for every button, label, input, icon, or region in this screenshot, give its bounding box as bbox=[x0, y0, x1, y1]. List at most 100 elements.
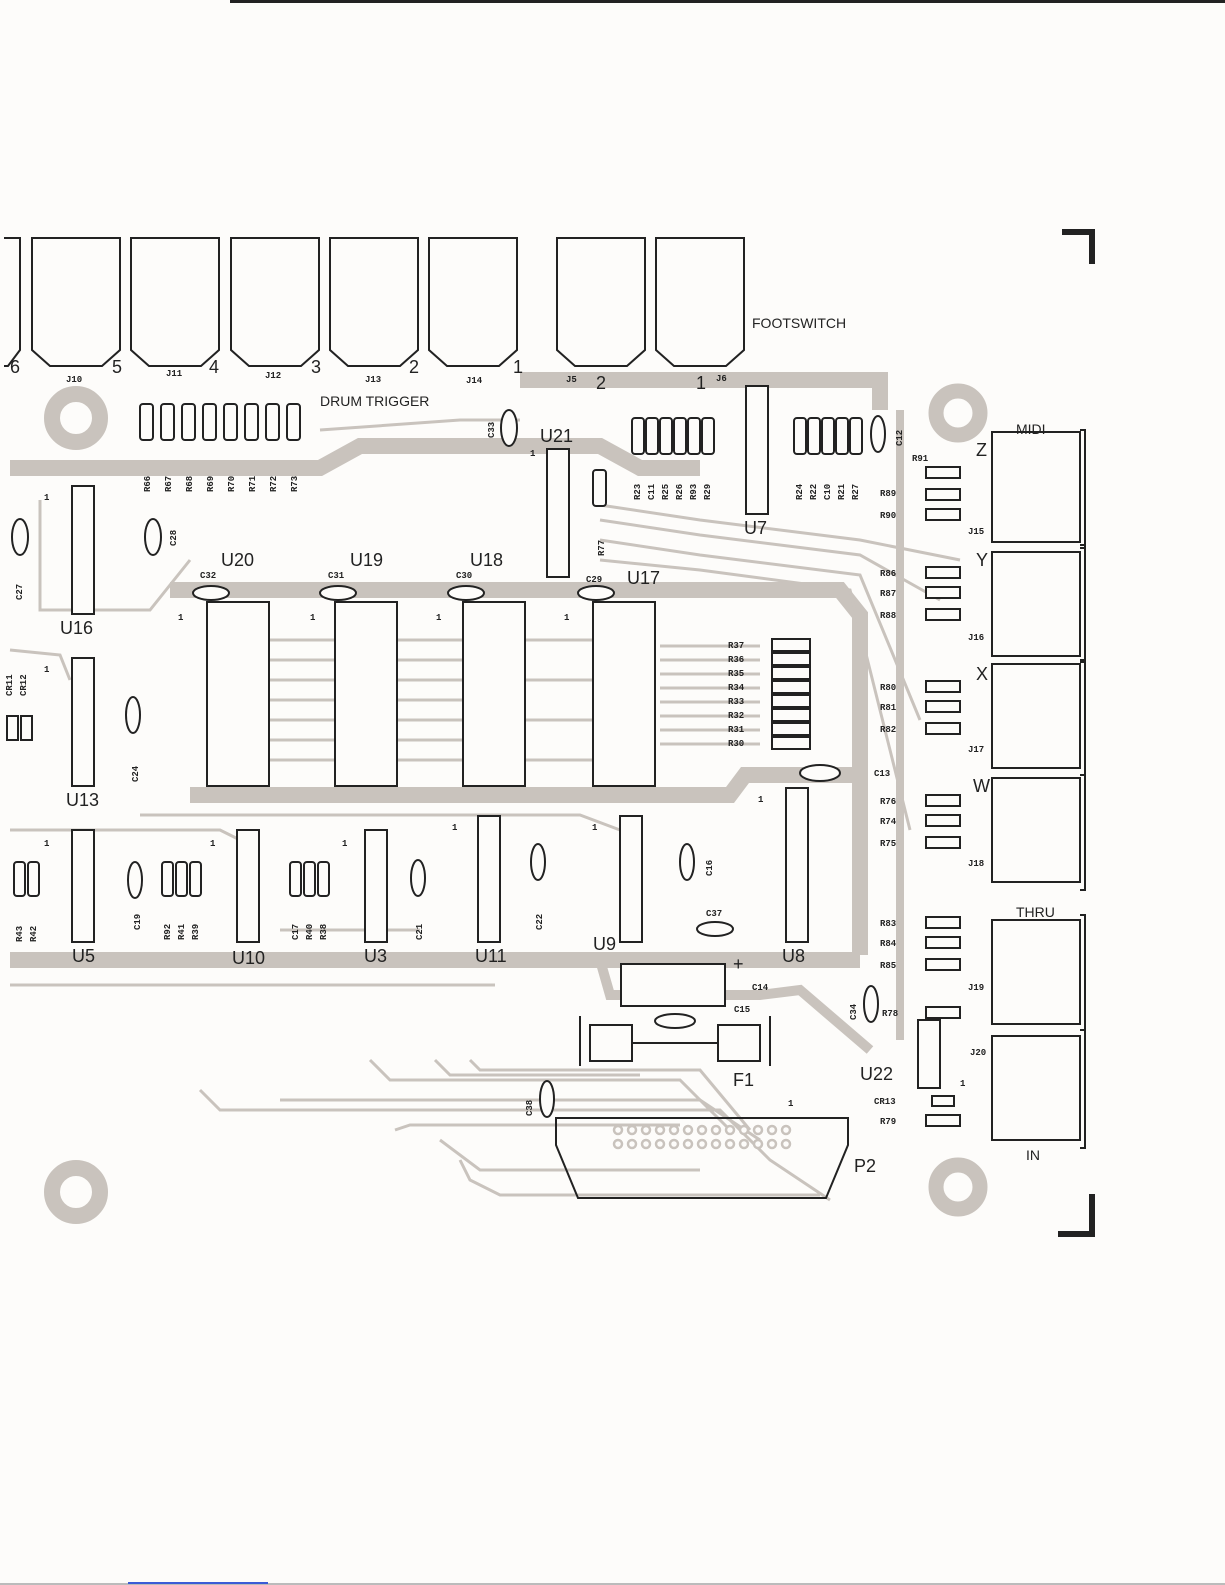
misc-refs: C33 C12 R23 C11 R25 R26 R93 R29 R24 R22 … bbox=[5, 422, 905, 1116]
pad bbox=[724, 1124, 736, 1136]
jack-outline bbox=[31, 237, 121, 367]
pin-one-marker: 1 bbox=[960, 1079, 966, 1089]
component-ref: C12 bbox=[895, 430, 905, 446]
ic-body bbox=[477, 815, 501, 943]
component-ref: C21 bbox=[415, 923, 425, 940]
resistor-body bbox=[807, 417, 821, 455]
resistor-body bbox=[925, 700, 961, 713]
resistor-body bbox=[771, 638, 811, 652]
midi-ref: J20 bbox=[970, 1048, 986, 1058]
ic-narrow-group bbox=[71, 385, 941, 1089]
component-ref: C34 bbox=[849, 1003, 859, 1020]
jack-number: 3 bbox=[311, 357, 321, 377]
capacitor bbox=[870, 415, 886, 453]
resistor-body bbox=[925, 836, 961, 849]
pad bbox=[780, 1138, 792, 1150]
component-ref: R31 bbox=[728, 725, 745, 735]
resistor-body bbox=[771, 722, 811, 736]
midi-port-letter: Y bbox=[976, 550, 988, 570]
pin-one-marker: 1 bbox=[44, 839, 50, 849]
component-ref: R24 bbox=[795, 483, 805, 500]
capacitor bbox=[530, 843, 546, 881]
jack-outline bbox=[130, 237, 220, 367]
jack-ref: J13 bbox=[365, 375, 381, 385]
component-ref: R32 bbox=[728, 711, 744, 721]
pin-one-marker: 1 bbox=[788, 1099, 794, 1109]
diode-body bbox=[931, 1095, 955, 1107]
ic-label: U11 bbox=[475, 946, 507, 966]
capacitor bbox=[654, 1013, 696, 1029]
pin-one-marker: 1 bbox=[564, 613, 570, 623]
resistor-body bbox=[925, 586, 961, 599]
pin-one-marker: 1 bbox=[178, 613, 184, 623]
pad bbox=[682, 1138, 694, 1150]
component-ref: R81 bbox=[880, 703, 897, 713]
resistor-bank bbox=[771, 638, 811, 750]
component-ref: R75 bbox=[880, 839, 896, 849]
component-ref: R77 bbox=[597, 540, 607, 556]
ic-row-memory bbox=[206, 601, 656, 787]
jack-outline bbox=[230, 237, 320, 367]
pad bbox=[724, 1138, 736, 1150]
component-ref: R30 bbox=[728, 739, 744, 749]
jack-number: 1 bbox=[513, 357, 523, 377]
resistor-body bbox=[13, 861, 26, 897]
jack-ref: J5 bbox=[566, 375, 577, 385]
component-ref: C14 bbox=[752, 983, 769, 993]
resistor-body bbox=[925, 680, 961, 693]
capacitor bbox=[192, 585, 230, 601]
jack-ref: J10 bbox=[66, 375, 82, 385]
jack-outline bbox=[655, 237, 745, 367]
resistor-body bbox=[925, 814, 961, 827]
component-ref: R78 bbox=[882, 1009, 898, 1019]
resistor-body bbox=[925, 794, 961, 807]
component-ref: R86 bbox=[880, 569, 896, 579]
resistor-body bbox=[659, 417, 673, 455]
ic-body bbox=[917, 1019, 941, 1089]
resistor-body bbox=[289, 861, 302, 897]
resistor-body bbox=[286, 403, 301, 441]
ic-label: U5 bbox=[72, 946, 95, 966]
component-ref: C33 bbox=[487, 422, 497, 438]
component-ref: R27 bbox=[851, 484, 861, 500]
jack-outline bbox=[428, 237, 518, 367]
component-ref: CR13 bbox=[874, 1097, 896, 1107]
fuse-end bbox=[589, 1024, 633, 1062]
mounting-holes bbox=[44, 383, 988, 1224]
pin-one-marker: 1 bbox=[342, 839, 348, 849]
resistor-body bbox=[27, 861, 40, 897]
midi-label: MIDI bbox=[1016, 421, 1046, 437]
connector-label: P2 bbox=[854, 1156, 876, 1176]
din-connector-outline bbox=[991, 429, 1086, 549]
pad bbox=[738, 1138, 750, 1150]
component-ref: R36 bbox=[728, 655, 744, 665]
component-ref: R92 bbox=[163, 924, 173, 940]
resistor-body bbox=[771, 694, 811, 708]
resistor-body bbox=[925, 722, 961, 735]
din-connector-outline bbox=[991, 774, 1086, 891]
ic-label: U16 bbox=[60, 618, 93, 638]
pin-one-marker: 1 bbox=[452, 823, 458, 833]
resistor-body bbox=[821, 417, 835, 455]
midi-ref: J15 bbox=[968, 527, 984, 537]
resistor-body bbox=[160, 403, 175, 441]
component-ref: R25 bbox=[661, 484, 671, 500]
capacitor bbox=[125, 696, 141, 734]
component-ref: R42 bbox=[29, 926, 39, 942]
resistor-body bbox=[793, 417, 807, 455]
pad bbox=[710, 1124, 722, 1136]
ic-label: U8 bbox=[782, 946, 805, 966]
capacitor bbox=[679, 843, 695, 881]
crop-mark-bottom-right bbox=[1058, 1194, 1095, 1237]
jack-ref: J6 bbox=[716, 374, 727, 384]
midi-ref: J19 bbox=[968, 983, 984, 993]
jack-ref: J12 bbox=[265, 371, 281, 381]
component-ref: R87 bbox=[880, 589, 896, 599]
pad bbox=[682, 1124, 694, 1136]
ic-label: U9 bbox=[593, 934, 616, 954]
capacitor bbox=[127, 861, 143, 899]
fuse-end bbox=[717, 1024, 761, 1062]
resistor-body bbox=[631, 417, 645, 455]
top-rule bbox=[230, 0, 1225, 3]
resistor-body bbox=[925, 916, 961, 929]
